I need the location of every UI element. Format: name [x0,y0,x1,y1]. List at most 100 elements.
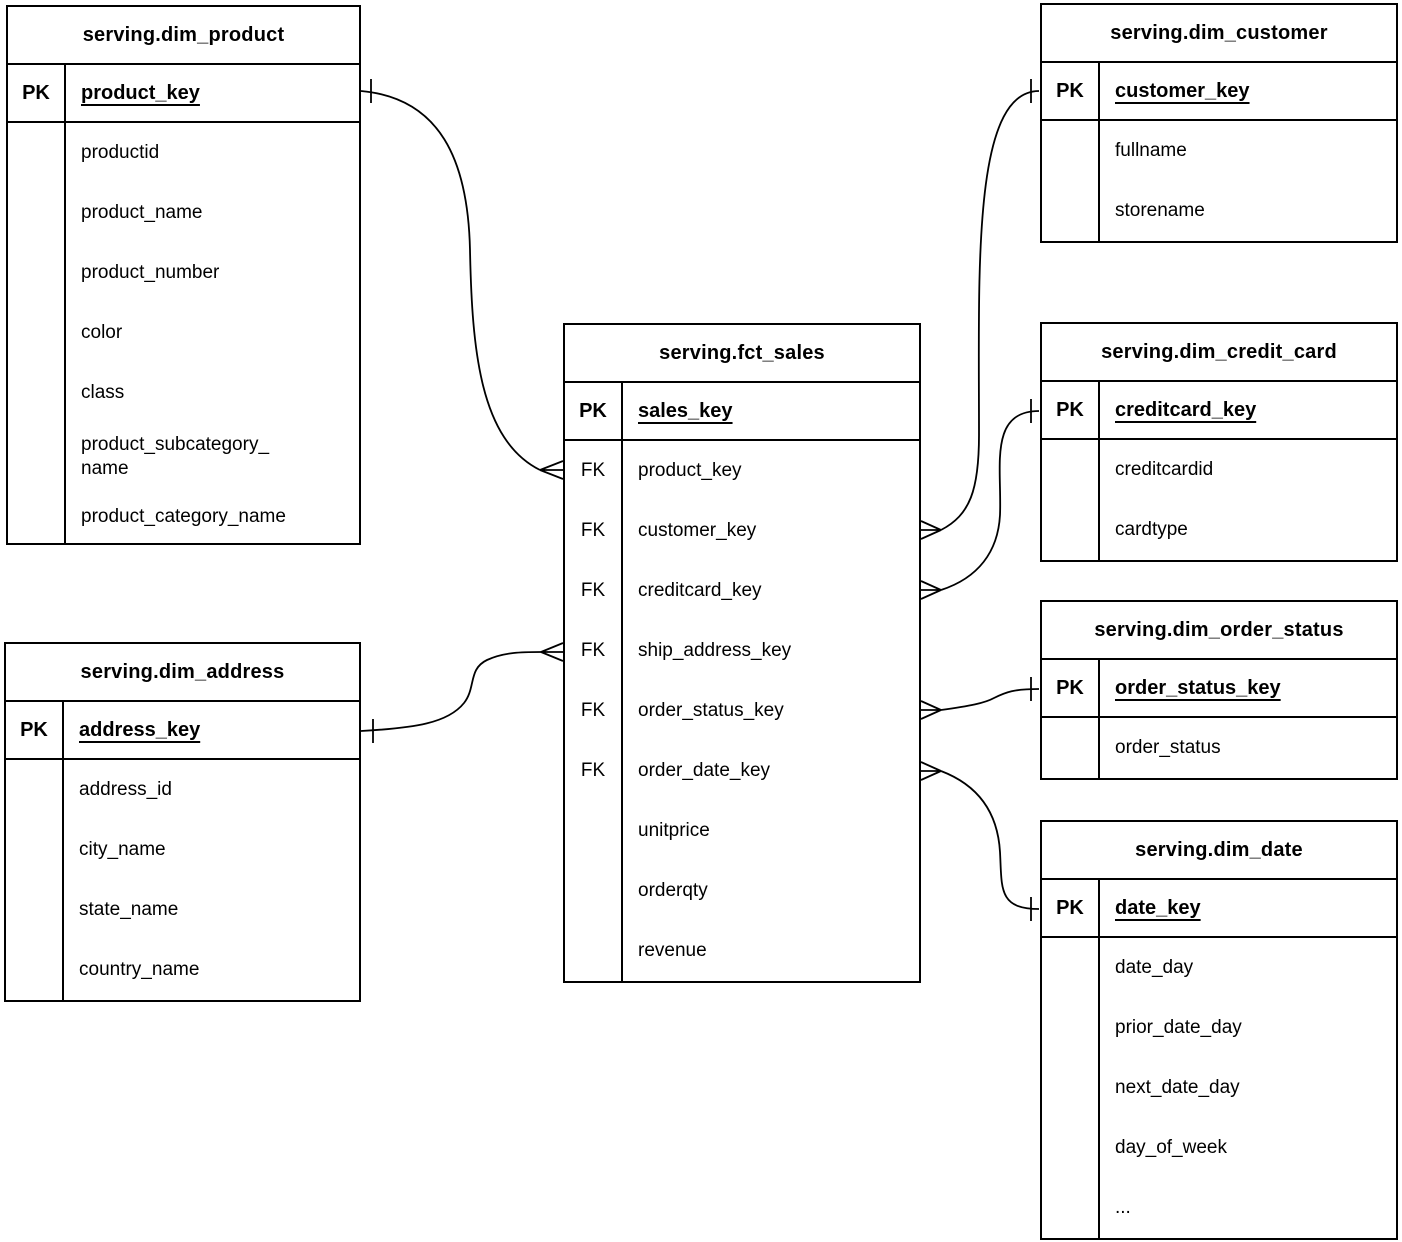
pk-field-name: product_key [81,81,200,104]
relationship-fct-sales-dim-credit-card [920,399,1040,600]
key-badge [1042,121,1100,181]
field-row: creditcardid [1042,440,1396,500]
pk-field-name: sales_key [638,399,733,422]
field-row: FK creditcard_key [565,561,919,621]
field-row: state_name [6,880,359,940]
pk-badge: PK [1042,660,1100,716]
field-name: productid [81,142,160,164]
field-name: customer_key [638,520,757,542]
pk-field-name: customer_key [1115,79,1250,102]
key-badge [6,760,64,820]
key-badge [8,303,66,363]
table-serving-fct-sales: serving.fct_sales PK sales_key FK produc… [563,323,921,983]
field-name: creditcardid [1115,459,1214,481]
field-name: product_key [638,460,742,482]
field-row: storename [1042,181,1396,241]
table-title: serving.dim_order_status [1042,602,1396,660]
field-row: cardtype [1042,500,1396,560]
field-row: date_day [1042,938,1396,998]
table-title: serving.dim_date [1042,822,1396,880]
field-row: FK order_status_key [565,681,919,741]
fk-badge: FK [565,681,623,741]
table-title: serving.dim_customer [1042,5,1396,63]
field-name: product_subcategory_ name [81,434,270,479]
fk-badge: FK [565,621,623,681]
pk-badge: PK [1042,880,1100,936]
field-row: city_name [6,820,359,880]
field-name: storename [1115,200,1205,222]
pk-badge: PK [565,383,623,439]
field-row: class [8,363,359,423]
table-title: serving.dim_credit_card [1042,324,1396,382]
table-serving-dim-address: serving.dim_address PK address_key addre… [4,642,361,1002]
field-name: color [81,322,123,344]
fk-badge: FK [565,501,623,561]
pk-row: PK customer_key [1042,63,1396,121]
field-name: day_of_week [1115,1137,1227,1159]
key-badge [6,940,64,1000]
field-row: ... [1042,1178,1396,1238]
pk-badge: PK [1042,63,1100,119]
field-name: ... [1115,1197,1131,1219]
field-name: ship_address_key [638,640,792,662]
key-badge [8,123,66,183]
pk-field-name: address_key [79,718,201,741]
field-name: order_date_key [638,760,771,782]
key-badge [1042,440,1100,500]
field-row: order_status [1042,718,1396,778]
relationship-fct-sales-dim-order-status [920,677,1040,720]
fk-badge: FK [565,441,623,501]
field-row: next_date_day [1042,1058,1396,1118]
table-serving-dim-product: serving.dim_product PK product_key produ… [6,5,361,545]
field-row: orderqty [565,861,919,921]
table-serving-dim-credit-card: serving.dim_credit_card PK creditcard_ke… [1040,322,1398,562]
field-name: product_category_name [81,506,286,528]
field-row: prior_date_day [1042,998,1396,1058]
pk-field-name: order_status_key [1115,676,1281,699]
field-row: revenue [565,921,919,981]
pk-row: PK creditcard_key [1042,382,1396,440]
field-name: date_day [1115,957,1194,979]
crow-foot-icon [540,642,564,662]
field-row: FK product_key [565,441,919,501]
field-row: product_category_name [8,491,359,543]
table-serving-dim-order-status: serving.dim_order_status PK order_status… [1040,600,1398,780]
fk-badge: FK [565,561,623,621]
key-badge [1042,1058,1100,1118]
key-badge [8,491,66,543]
key-badge [6,880,64,940]
relationship-fct-sales-dim-product [360,79,564,480]
relationship-curve [940,410,1040,591]
field-name: creditcard_key [638,580,762,602]
key-badge [565,801,623,861]
key-badge [1042,1118,1100,1178]
field-name: unitprice [638,820,710,842]
pk-field-name: date_key [1115,896,1201,919]
field-name: cardtype [1115,519,1188,541]
key-badge [565,861,623,921]
pk-row: PK sales_key [565,383,919,441]
key-badge [1042,718,1100,778]
pk-row: PK product_key [8,65,359,123]
key-badge [1042,998,1100,1058]
table-serving-dim-customer: serving.dim_customer PK customer_key ful… [1040,3,1398,243]
field-name: orderqty [638,880,708,902]
field-row: FK order_date_key [565,741,919,801]
pk-badge: PK [8,65,66,121]
table-serving-dim-date: serving.dim_date PK date_key date_day pr… [1040,820,1398,1240]
pk-row: PK date_key [1042,880,1396,938]
key-badge [1042,500,1100,560]
field-row: product_subcategory_ name [8,423,359,491]
key-badge [1042,938,1100,998]
crow-foot-icon [920,580,942,600]
key-badge [8,243,66,303]
relationship-curve [360,651,542,732]
field-row: day_of_week [1042,1118,1396,1178]
pk-badge: PK [1042,382,1100,438]
field-row: product_number [8,243,359,303]
key-badge [1042,181,1100,241]
field-name: order_status [1115,737,1221,759]
table-title: serving.fct_sales [565,325,919,383]
field-row: FK ship_address_key [565,621,919,681]
